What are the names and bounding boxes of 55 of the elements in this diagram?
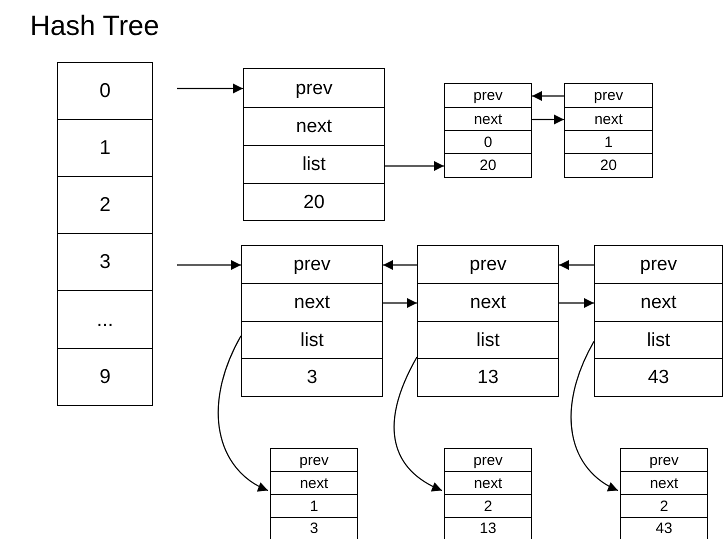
arrow [532, 114, 564, 124]
table-cell: ... [57, 290, 153, 349]
table-cell: 9 [57, 348, 153, 406]
table-cell: 3 [57, 233, 153, 291]
table-cell: list [594, 321, 723, 359]
table-cell: next [620, 471, 708, 495]
table-cell: 20 [243, 183, 385, 221]
table-cell: 0 [444, 130, 532, 154]
table-cell: prev [270, 448, 358, 472]
table-cell: next [417, 283, 559, 322]
arrow [385, 161, 444, 171]
table-cell: 0 [57, 62, 153, 120]
table-cell: next [564, 107, 653, 131]
table-cell: next [270, 471, 358, 495]
table-cell: next [594, 283, 723, 322]
arrow [177, 260, 241, 270]
table-cell: next [241, 283, 383, 322]
table-cell: 2 [620, 494, 708, 518]
table-cell: list [417, 321, 559, 359]
table-cell: 43 [620, 517, 708, 539]
table-cell: prev [564, 83, 653, 108]
table-cell: prev [620, 448, 708, 472]
table-cell: next [243, 107, 385, 146]
title: Hash Tree [30, 10, 160, 42]
arrow [218, 336, 268, 492]
arrow [532, 91, 564, 101]
table-cell: 2 [57, 176, 153, 234]
arrow [383, 298, 417, 308]
table-cell: 3 [241, 358, 383, 397]
table-cell: next [444, 471, 532, 495]
table-cell: 1 [564, 130, 653, 154]
table-cell: 13 [444, 517, 532, 539]
table-cell: prev [444, 448, 532, 472]
table-cell: prev [241, 245, 383, 284]
table-cell: 3 [270, 517, 358, 539]
table-cell: prev [594, 245, 723, 284]
table-cell: 20 [564, 153, 653, 178]
arrow [559, 298, 594, 308]
table-cell: 43 [594, 358, 723, 397]
arrow [383, 260, 417, 270]
table-cell: prev [243, 68, 385, 108]
table-cell: 1 [270, 494, 358, 518]
table-cell: list [243, 145, 385, 184]
arrow [570, 341, 618, 492]
table-cell: 2 [444, 494, 532, 518]
table-cell: 1 [57, 119, 153, 177]
arrow [559, 260, 594, 270]
table-cell: next [444, 107, 532, 131]
table-cell: 20 [444, 153, 532, 178]
arrow [394, 356, 442, 492]
table-cell: prev [444, 83, 532, 108]
table-cell: 13 [417, 358, 559, 397]
arrow [177, 84, 243, 94]
table-cell: prev [417, 245, 559, 284]
table-cell: list [241, 321, 383, 359]
